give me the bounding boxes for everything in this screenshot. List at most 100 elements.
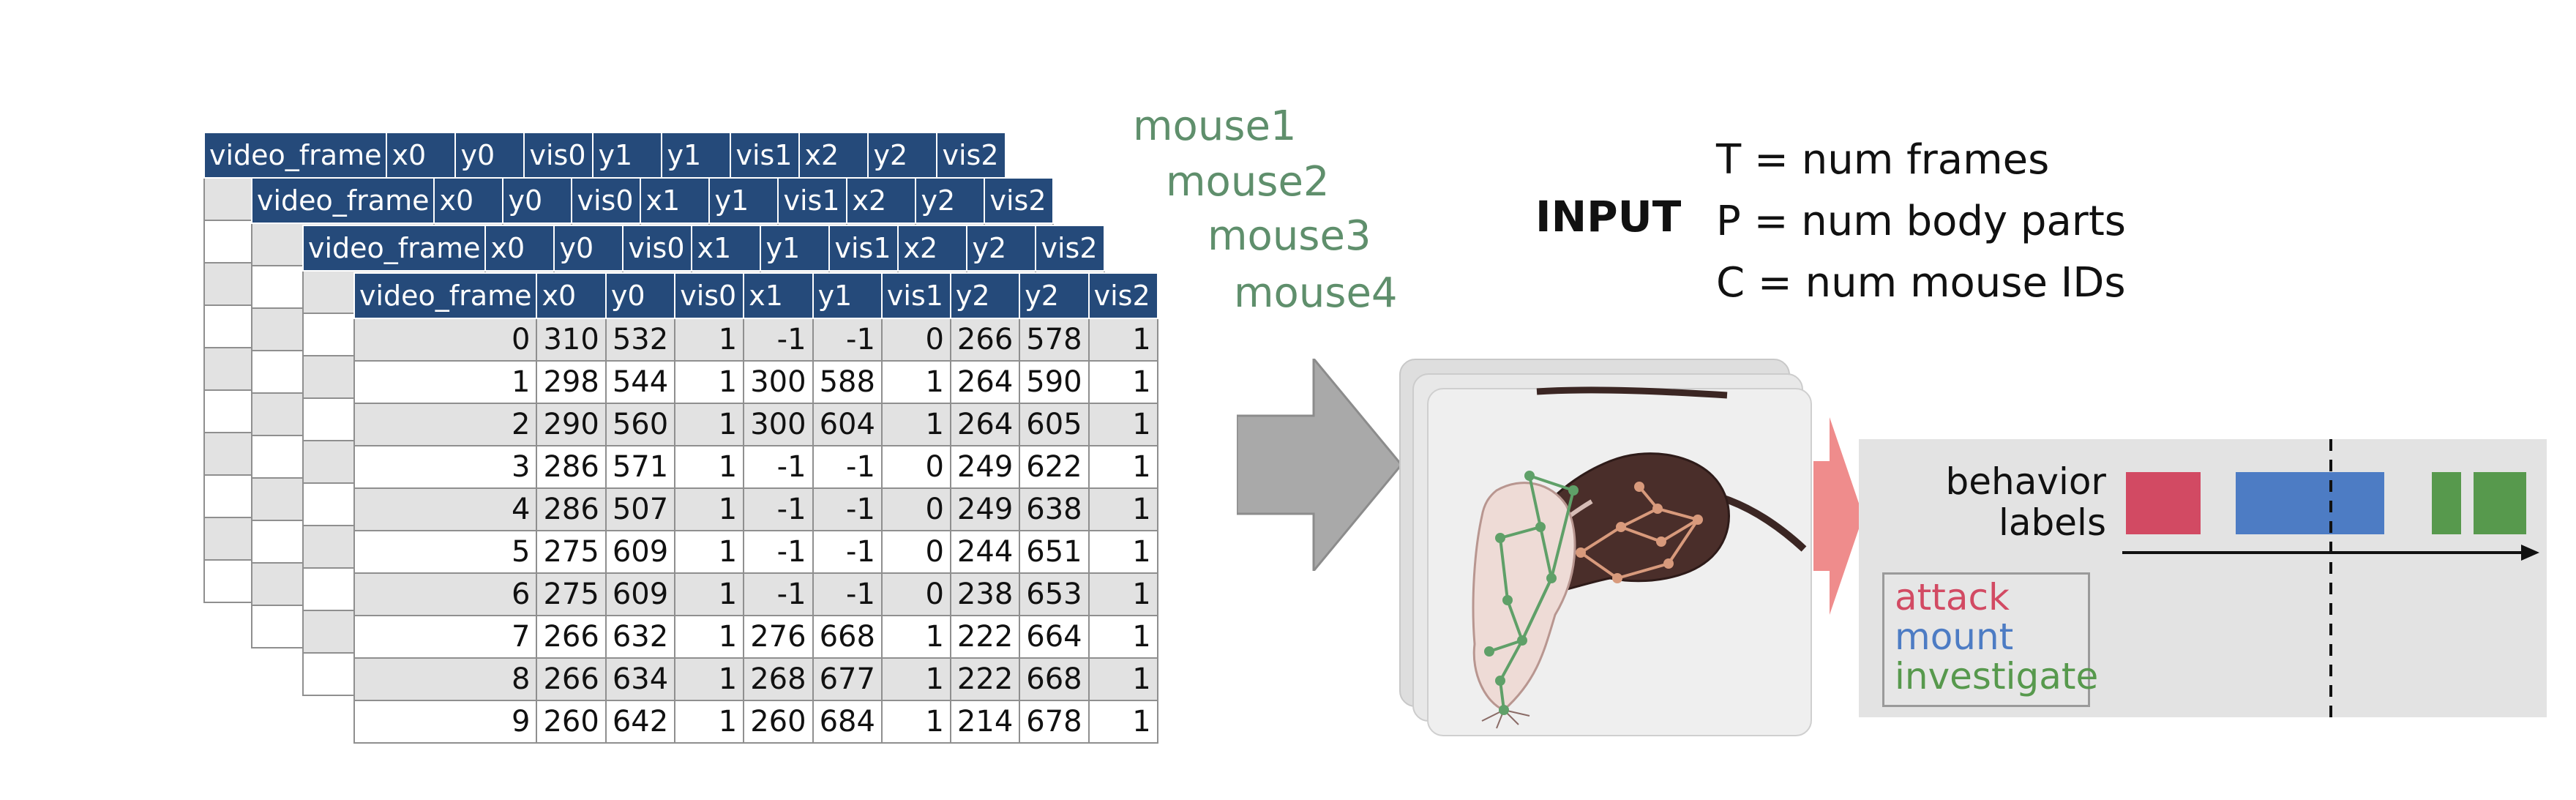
table-cell: 684 xyxy=(812,700,883,744)
mount-segment xyxy=(2236,472,2384,534)
column-header: y0 xyxy=(553,225,624,272)
column-header: y1 xyxy=(661,132,732,179)
table-cell: 590 xyxy=(1019,360,1090,404)
table-cell: 5 xyxy=(353,530,538,574)
table-cell: -1 xyxy=(743,445,814,489)
table-cell: 249 xyxy=(949,445,1021,489)
mouse4-label: mouse4 xyxy=(1234,269,1398,317)
table-cell: 1 xyxy=(880,657,951,701)
table-cell: 7 xyxy=(353,615,538,659)
timeline-axis xyxy=(2122,545,2539,561)
table-cell: 1 xyxy=(1087,657,1158,701)
table-cell: 1 xyxy=(1087,572,1158,616)
table-cell: 238 xyxy=(949,572,1021,616)
table-cell: 1 xyxy=(674,403,745,446)
attack-segment xyxy=(2126,472,2201,534)
table-cell: 1 xyxy=(1087,615,1158,659)
column-header: y1 xyxy=(812,272,883,319)
column-header: vis2 xyxy=(984,177,1055,224)
table-cell: 4 xyxy=(353,487,538,531)
behavior-labels-text: behavior labels xyxy=(1945,460,2106,544)
table-cell: -1 xyxy=(743,487,814,531)
table-cell: 1 xyxy=(1087,487,1158,531)
current-frame-marker xyxy=(2329,439,2332,717)
table-cell: 300 xyxy=(743,403,814,446)
column-header: x2 xyxy=(897,225,968,272)
table-cell: 264 xyxy=(949,403,1021,446)
table-cell: 605 xyxy=(1019,403,1090,446)
table-cell: -1 xyxy=(812,572,883,616)
table-cell: 0 xyxy=(880,445,951,489)
white-mouse-body xyxy=(1472,482,1576,711)
table-cell: 651 xyxy=(1019,530,1090,574)
table-cell: 9 xyxy=(353,700,538,744)
column-header: video_frame xyxy=(353,272,538,319)
table-cell: 642 xyxy=(604,700,676,744)
table-cell: 653 xyxy=(1019,572,1090,616)
behavior-labels-title: behavior labels xyxy=(1917,461,2106,543)
column-header: vis0 xyxy=(622,225,693,272)
table-cell: 588 xyxy=(812,360,883,404)
table-cell: 264 xyxy=(949,360,1021,404)
column-header: y0 xyxy=(502,177,573,224)
table-cell: 609 xyxy=(604,572,676,616)
column-header: x0 xyxy=(536,272,607,319)
mouse-pose-illustration xyxy=(1472,386,1807,729)
column-header: y2 xyxy=(949,272,1021,319)
table-cell: 0 xyxy=(880,530,951,574)
black-mouse-tail xyxy=(1536,386,1728,399)
table-cell: 0 xyxy=(353,318,538,362)
column-header: video_frame xyxy=(302,225,487,272)
table-cell: 1 xyxy=(674,657,745,701)
column-header: y2 xyxy=(1019,272,1090,319)
table-cell: 668 xyxy=(1019,657,1090,701)
table-cell: 1 xyxy=(674,530,745,574)
table-cell: 2 xyxy=(353,403,538,446)
input-title: INPUT xyxy=(1535,192,1682,242)
column-header: vis0 xyxy=(571,177,642,224)
table-cell: 222 xyxy=(949,615,1021,659)
column-header: vis2 xyxy=(936,132,1007,179)
table-cell: 275 xyxy=(536,572,607,616)
input-line-body-parts: P = num body parts xyxy=(1716,198,2126,245)
mouse2-label: mouse2 xyxy=(1166,158,1330,206)
column-header: y1 xyxy=(708,177,779,224)
table-cell: -1 xyxy=(812,530,883,574)
table-cell: 300 xyxy=(743,360,814,404)
table-cell: 8 xyxy=(353,657,538,701)
table-cell: 0 xyxy=(880,487,951,531)
input-line-frames: T = num frames xyxy=(1716,136,2050,184)
column-header: y0 xyxy=(454,132,525,179)
table-cell: 1 xyxy=(353,360,538,404)
table-cell: 290 xyxy=(536,403,607,446)
column-header: vis1 xyxy=(880,272,951,319)
column-header: vis1 xyxy=(828,225,899,272)
table-cell: 214 xyxy=(949,700,1021,744)
table-cell: 1 xyxy=(1087,445,1158,489)
column-header: y2 xyxy=(915,177,986,224)
table-cell: 260 xyxy=(536,700,607,744)
mouse3-label: mouse3 xyxy=(1208,212,1371,260)
table-cell: -1 xyxy=(812,487,883,531)
behavior-legend: attack mount investigate xyxy=(1882,572,2098,707)
column-header: x1 xyxy=(640,177,711,224)
column-header: video_frame xyxy=(250,177,435,224)
table-cell: 260 xyxy=(743,700,814,744)
table-cell: 578 xyxy=(1019,318,1090,362)
table-cell: -1 xyxy=(812,445,883,489)
legend-investigate: investigate xyxy=(1895,655,2099,698)
table-cell: 1 xyxy=(880,615,951,659)
column-header: y2 xyxy=(966,225,1037,272)
column-header: y1 xyxy=(592,132,663,179)
table-cell: 1 xyxy=(1087,530,1158,574)
table-cell: 1 xyxy=(880,700,951,744)
table-cell: 244 xyxy=(949,530,1021,574)
table-cell: 3 xyxy=(353,445,538,489)
table-cell: 310 xyxy=(536,318,607,362)
table-cell: 544 xyxy=(604,360,676,404)
table-cell: 677 xyxy=(812,657,883,701)
